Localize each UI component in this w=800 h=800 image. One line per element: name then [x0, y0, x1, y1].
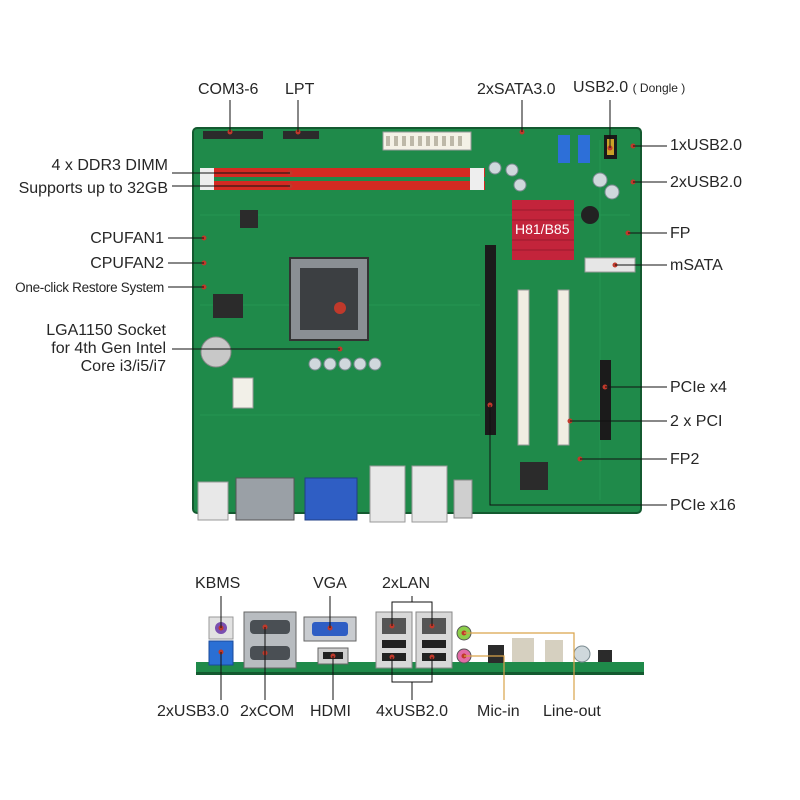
label-lga-line1: LGA1150 Socket: [46, 322, 166, 339]
dimm-slot-1: [203, 168, 485, 177]
label-sata: 2xSATA3.0: [477, 81, 556, 98]
label-2xlan: 2xLAN: [382, 575, 431, 592]
label-pcie-x16: PCIe x16: [670, 497, 736, 514]
label-cpufan1: CPUFAN1: [90, 230, 164, 247]
label-2xusb3: 2xUSB3.0: [157, 703, 230, 720]
label-1xusb2: 1xUSB2.0: [670, 137, 743, 154]
cmos-battery: [200, 336, 232, 368]
label-ddr3-line2: Supports up to 32GB: [18, 180, 168, 197]
label-pcie-x4: PCIe x4: [670, 379, 727, 396]
label-2xpci: 2 x PCI: [670, 413, 723, 430]
com-header: [203, 131, 263, 139]
label-hdmi: HDMI: [310, 703, 351, 720]
label-lga-line3: Core i3/i5/i7: [80, 358, 166, 375]
label-4xusb2: 4xUSB2.0: [376, 703, 449, 720]
sata-port-2: [578, 135, 590, 163]
pci-slot-1: [517, 289, 530, 446]
label-msata: mSATA: [670, 257, 723, 274]
label-fp2: FP2: [670, 451, 700, 468]
label-2xusb2: 2xUSB2.0: [670, 174, 743, 191]
label-usb-dongle-sub: ( Dongle ): [632, 81, 686, 95]
label-kbms: KBMS: [195, 575, 241, 592]
pcie-x4-slot: [600, 360, 611, 440]
label-com3-6: COM3-6: [198, 81, 259, 98]
label-2xcom: 2xCOM: [240, 703, 295, 720]
label-lga1150: LGA1150 Socket for 4th Gen Intel Core i3…: [46, 322, 166, 376]
label-usb-dongle: USB2.0 ( Dongle ): [573, 79, 685, 97]
label-chipset: H81/B85: [515, 221, 570, 237]
label-vga: VGA: [313, 575, 347, 592]
label-ddr3-line1: 4 x DDR3 DIMM: [51, 157, 168, 174]
label-cpufan2: CPUFAN2: [90, 255, 164, 272]
sata-port-1: [558, 135, 570, 163]
label-lpt: LPT: [285, 81, 315, 98]
pci-slot-2: [557, 289, 570, 446]
label-lga-line2: for 4th Gen Intel: [51, 340, 166, 357]
label-fp: FP: [670, 225, 691, 242]
label-restore: One-click Restore System: [15, 280, 164, 295]
dimm-slot-2: [203, 181, 485, 190]
pcie-x16-slot: [485, 245, 496, 435]
label-mic-in: Mic-in: [477, 703, 520, 720]
lpt-header: [283, 131, 319, 139]
label-line-out: Line-out: [543, 703, 601, 720]
label-ddr3: 4 x DDR3 DIMM Supports up to 32GB: [19, 157, 168, 198]
label-usb-dongle-main: USB2.0: [573, 79, 629, 96]
